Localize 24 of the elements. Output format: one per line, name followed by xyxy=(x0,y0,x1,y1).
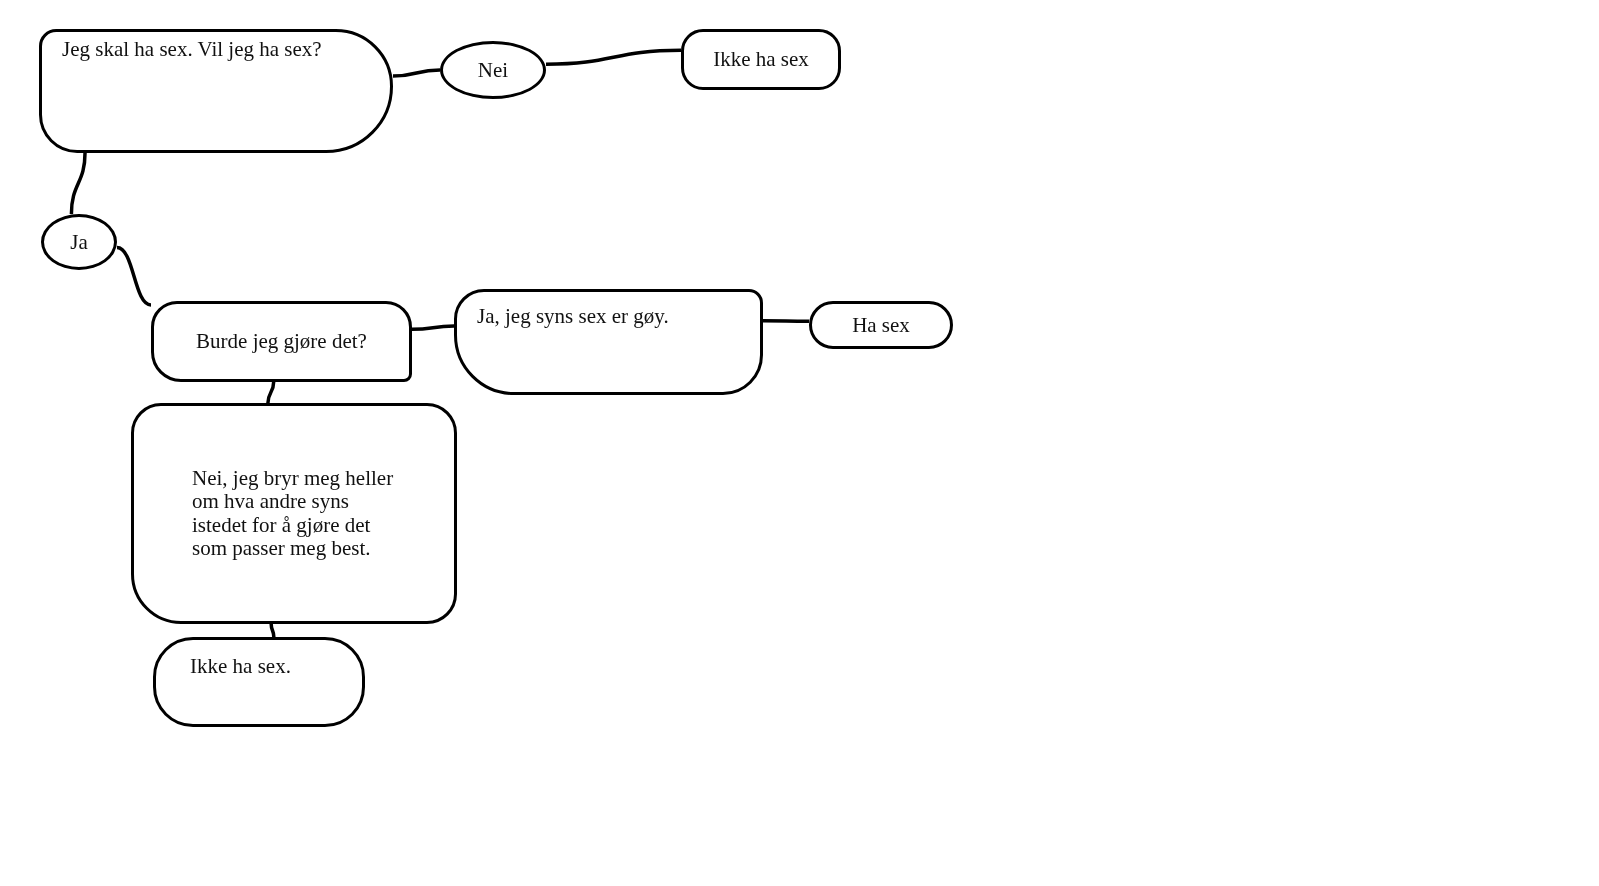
connector-line xyxy=(116,245,152,307)
connector-line xyxy=(266,381,276,404)
connector-line xyxy=(392,68,441,78)
rounded-box xyxy=(681,29,841,90)
connector-line xyxy=(69,152,87,215)
node-text: Ikke ha sex. xyxy=(190,654,291,679)
node-text: Burde jeg gjøre det? xyxy=(196,329,367,354)
rounded-box xyxy=(39,29,393,153)
rounded-box xyxy=(131,403,457,624)
connector-line xyxy=(411,324,455,332)
node-text: Nei, jeg bryr meg heller om hva andre syns istedet for å gjøre det som passer meg best. xyxy=(192,467,395,560)
rounded-box xyxy=(151,301,412,382)
connector-line xyxy=(269,623,276,638)
connector-line xyxy=(545,48,682,66)
rounded-box xyxy=(153,637,365,727)
node-text: Ha sex xyxy=(852,312,910,338)
rounded-box xyxy=(454,289,763,395)
node-text: Ikke ha sex xyxy=(713,47,809,72)
node-text: Ja, jeg syns sex er gøy. xyxy=(477,304,669,329)
node-text: Nei xyxy=(477,57,509,83)
connector-line xyxy=(763,319,809,323)
node-text: Jeg skal ha sex. Vil jeg ha sex? xyxy=(62,36,322,63)
rounded-box xyxy=(809,301,953,349)
node-text: Ja xyxy=(70,229,88,255)
